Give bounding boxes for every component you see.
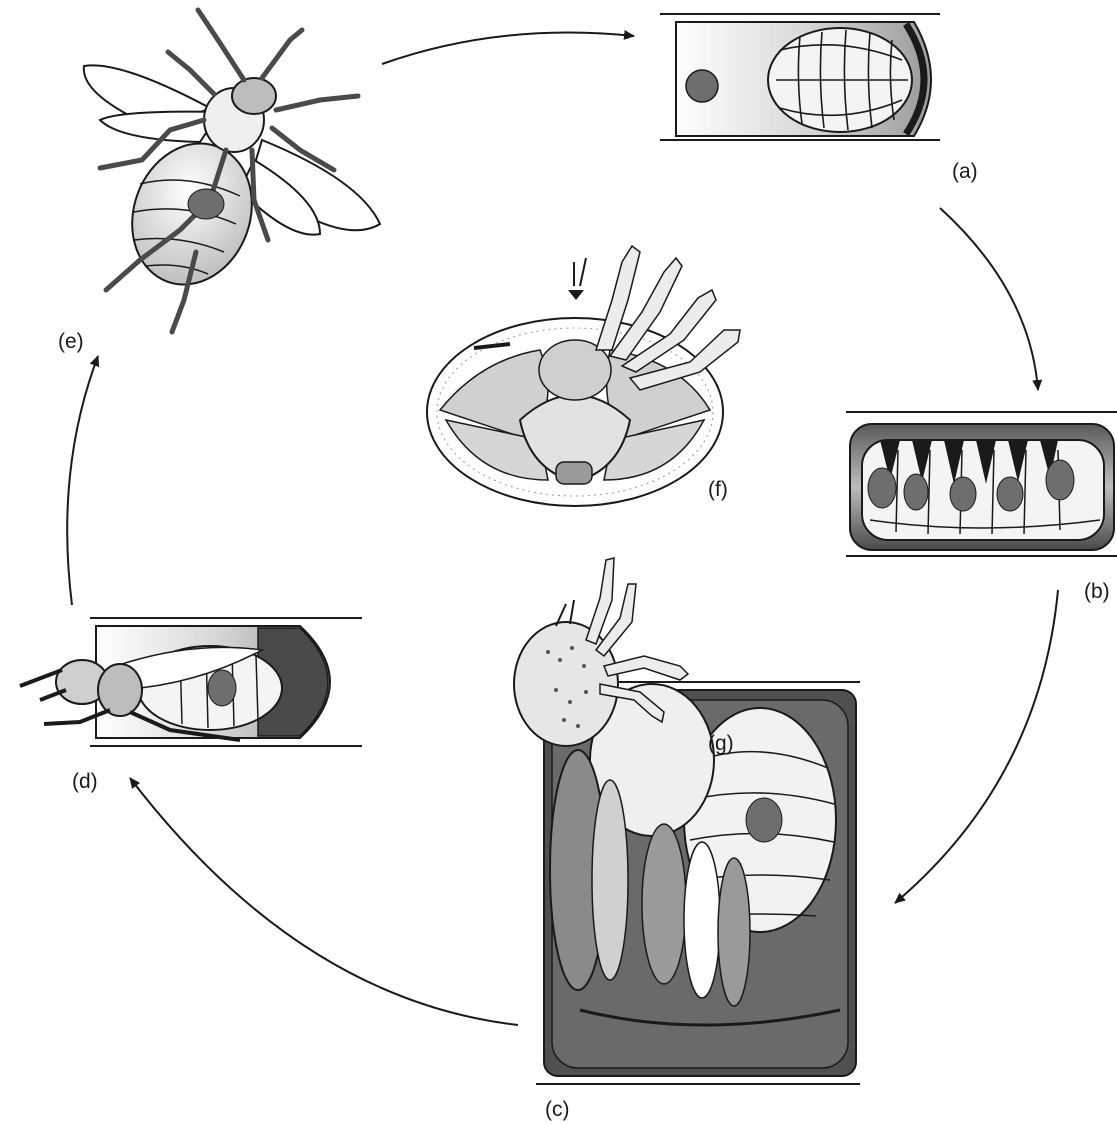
mite-icon: [997, 477, 1023, 511]
arrow-b-to-c: [895, 590, 1058, 903]
mite-icon: [904, 474, 928, 510]
label-b: (b): [1084, 580, 1110, 603]
arrow-e-to-a: [382, 33, 634, 65]
mite-icon: [208, 670, 236, 706]
mite-icon: [1046, 460, 1074, 500]
cell-d-emerging-bee: [20, 618, 362, 746]
mite-icon: [188, 189, 224, 219]
mite-detail-f: [427, 246, 740, 506]
label-f: (f): [708, 478, 728, 501]
label-a: (a): [952, 160, 978, 183]
arrow-c-to-d: [130, 778, 518, 1025]
cell-a-larva: [660, 14, 940, 140]
adult-bee-e: [84, 10, 380, 332]
label-g: (g): [708, 732, 734, 755]
label-d: (d): [72, 770, 98, 793]
arrow-a-to-b: [940, 208, 1038, 390]
label-c: (c): [545, 1098, 570, 1121]
mite-icon: [746, 798, 782, 842]
cell-b-larva-with-mites: [846, 412, 1117, 556]
arrow-d-to-e: [67, 356, 98, 605]
label-e: (e): [58, 330, 84, 353]
mite-icon: [950, 477, 976, 511]
mite-egg-icon: [686, 70, 718, 102]
mite-icon: [868, 468, 896, 508]
mite-detail-g: [514, 558, 688, 746]
